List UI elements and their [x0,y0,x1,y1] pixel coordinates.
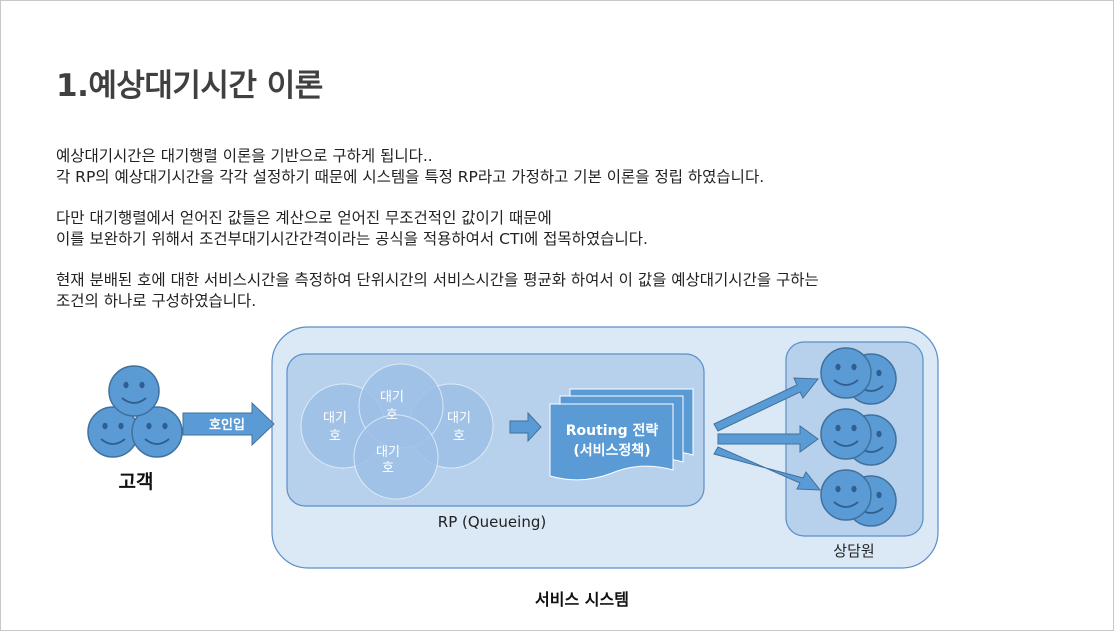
distribution-arrow [713,377,819,432]
circle-label: 대기 [447,411,471,426]
incoming-call-label: 호인입 [209,417,245,433]
distribution-arrows [713,377,822,491]
slide-title: 1.예상대기시간 이론 [56,68,323,104]
distribution-arrow [713,446,822,491]
paragraph-3: 현재 분배된 호에 대한 서비스시간을 측정하여 단위시간의 서비스시간을 평균… [56,270,819,312]
circle-label: 호 [386,408,398,423]
paragraph-line: 각 RP의 예상대기시간을 각각 설정하기 때문에 시스템을 특정 RP라고 가… [56,168,765,186]
distribution-arrow [717,425,819,453]
circle-label: 대기 [376,445,400,460]
rp-label: RP (Queueing) [438,513,546,531]
circle-label: 대기 [323,411,347,426]
customer-group [87,365,183,458]
circle-label: 호 [453,429,465,444]
incoming-call-arrow [182,401,275,447]
paragraph-2: 다만 대기행렬에서 얻어진 값들은 계산으로 얻어진 무조건적인 값이기 때문에… [56,208,648,250]
paragraph-line: 예상대기시간은 대기행렬 이론을 기반으로 구하게 됩니다.. [56,147,433,165]
waiting-call-circle [353,414,439,500]
queue-circles [300,363,494,500]
routing-strategy-document [549,388,694,481]
agent-face-icon [820,347,872,399]
paragraph-line: 현재 분배된 호에 대한 서비스시간을 측정하여 단위시간의 서비스시간을 평균… [56,271,819,289]
paragraph-line: 다만 대기행렬에서 얻어진 값들은 계산으로 얻어진 무조건적인 값이기 때문에 [56,209,552,227]
paragraph-line: 이를 보완하기 위해서 조건부대기시간간격이라는 공식을 적용하여서 CTI에 … [56,230,648,248]
customer-face-icon [108,365,160,417]
service-system-label: 서비스 시스템 [535,590,629,609]
agent-face-icon [820,408,872,460]
routing-sublabel: (서비스정책) [573,442,650,459]
circle-label: 호 [382,461,394,476]
circle-label: 호 [329,429,341,444]
agent-label: 상담원 [833,542,874,560]
customer-label: 고객 [119,471,154,493]
paragraph-line: 조건의 하나로 구성하였습니다. [56,292,257,310]
agent-face-icon [820,469,872,521]
to-routing-arrow [509,411,542,443]
circle-label: 대기 [380,390,404,405]
agent-group [820,347,897,527]
paragraph-1: 예상대기시간은 대기행렬 이론을 기반으로 구하게 됩니다.. 각 RP의 예상… [56,146,764,188]
routing-label: Routing 전략 [566,422,659,439]
